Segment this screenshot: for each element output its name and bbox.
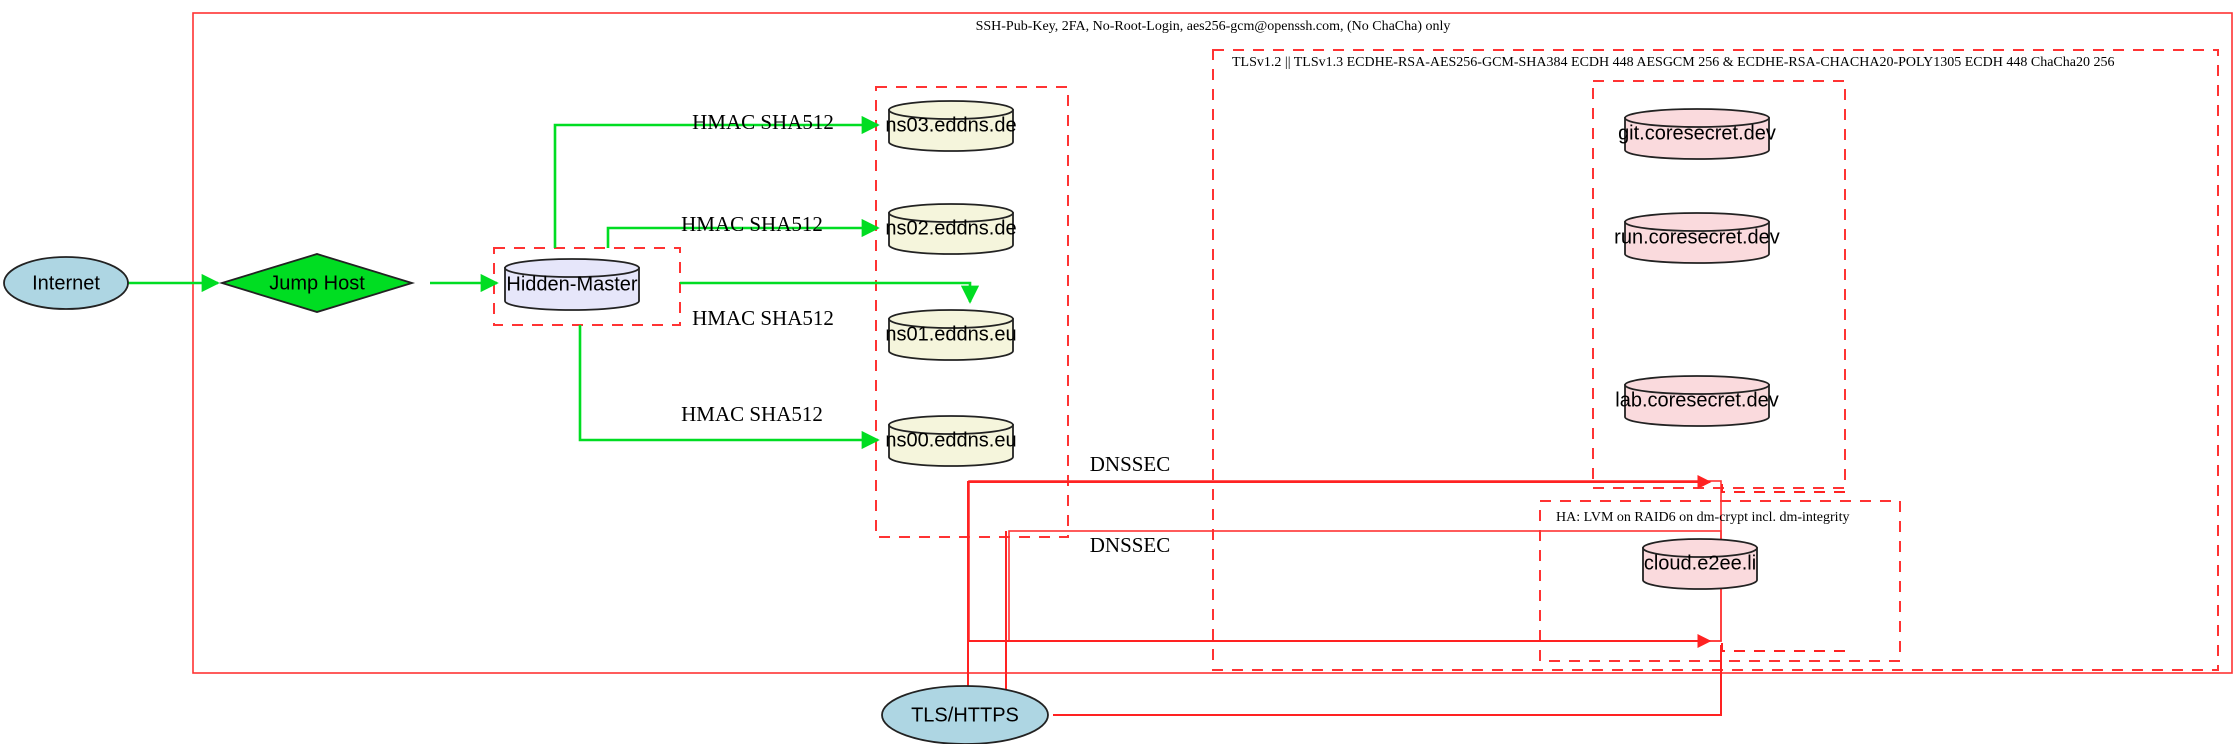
node-tls-https[interactable]: TLS/HTTPS bbox=[881, 685, 1049, 744]
node-internet-label: Internet bbox=[32, 272, 100, 294]
edge-hiddenmaster-to-ns03 bbox=[553, 115, 880, 248]
node-hidden-master[interactable]: Hidden-Master bbox=[504, 258, 640, 311]
node-ns00-label: ns00.eddns.eu bbox=[885, 429, 1016, 451]
edge-label-hmac-ns00: HMAC SHA512 bbox=[681, 402, 823, 426]
node-run-coresecret[interactable]: run.coresecret.dev bbox=[1614, 212, 1780, 264]
tls-policy-cluster-label: TLSv1.2 || TLSv1.3 ECDHE-RSA-AES256-GCM-… bbox=[1232, 55, 2114, 70]
node-ns00[interactable]: ns00.eddns.eu bbox=[885, 415, 1017, 467]
node-tls-https-label: TLS/HTTPS bbox=[911, 704, 1019, 726]
node-jump-host[interactable]: Jump Host bbox=[218, 253, 416, 313]
edge-label-hmac-ns01: HMAC SHA512 bbox=[692, 306, 834, 330]
node-lab-coresecret[interactable]: lab.coresecret.dev bbox=[1615, 375, 1779, 427]
node-ns03-label: ns03.eddns.de bbox=[885, 114, 1016, 136]
node-cloud-e2ee[interactable]: cloud.e2ee.li bbox=[1642, 538, 1758, 590]
edge-label-hmac-ns03: HMAC SHA512 bbox=[692, 110, 834, 134]
edge-label-dnssec-2: DNSSEC bbox=[1090, 533, 1171, 557]
ssh-policy-cluster-label: SSH-Pub-Key, 2FA, No-Root-Login, aes256-… bbox=[976, 19, 1451, 34]
edge-hiddenmaster-to-ns02 bbox=[606, 218, 880, 248]
ssh-policy-cluster bbox=[192, 12, 2233, 674]
edge-hiddenmaster-to-ns01 bbox=[680, 281, 980, 304]
node-ns02-label: ns02.eddns.de bbox=[885, 217, 1016, 239]
node-lab-coresecret-label: lab.coresecret.dev bbox=[1615, 389, 1778, 411]
tls-policy-cluster bbox=[1212, 49, 2219, 671]
edge-label-hmac-ns02: HMAC SHA512 bbox=[681, 212, 823, 236]
edge-tlshttps-to-right-boundary bbox=[1053, 645, 1722, 716]
node-git-coresecret-label: git.coresecret.dev bbox=[1618, 122, 1776, 144]
ha-storage-cluster-label: HA: LVM on RAID6 on dm-crypt incl. dm-in… bbox=[1556, 510, 1849, 525]
dnssec-zone-cluster-1 bbox=[968, 480, 1722, 642]
coresecret-services-cluster bbox=[1592, 80, 1846, 489]
node-jump-host-label: Jump Host bbox=[269, 272, 365, 294]
node-ns01-label: ns01.eddns.eu bbox=[885, 323, 1016, 345]
node-hidden-master-label: Hidden-Master bbox=[506, 273, 638, 295]
node-internet[interactable]: Internet bbox=[3, 256, 129, 310]
node-cloud-e2ee-label: cloud.e2ee.li bbox=[1644, 552, 1756, 574]
node-git-coresecret[interactable]: git.coresecret.dev bbox=[1618, 108, 1776, 160]
edge-label-dnssec-1: DNSSEC bbox=[1090, 452, 1171, 476]
edge-hiddenmaster-to-ns00 bbox=[578, 325, 880, 450]
node-ns03[interactable]: ns03.eddns.de bbox=[885, 100, 1017, 152]
node-run-coresecret-label: run.coresecret.dev bbox=[1614, 226, 1780, 248]
edge-ha-dashed-connector bbox=[1721, 641, 1845, 652]
node-ns02[interactable]: ns02.eddns.de bbox=[885, 203, 1017, 255]
node-ns01[interactable]: ns01.eddns.eu bbox=[885, 309, 1017, 361]
edge-coresecret-dashed-connector bbox=[1721, 482, 1845, 493]
